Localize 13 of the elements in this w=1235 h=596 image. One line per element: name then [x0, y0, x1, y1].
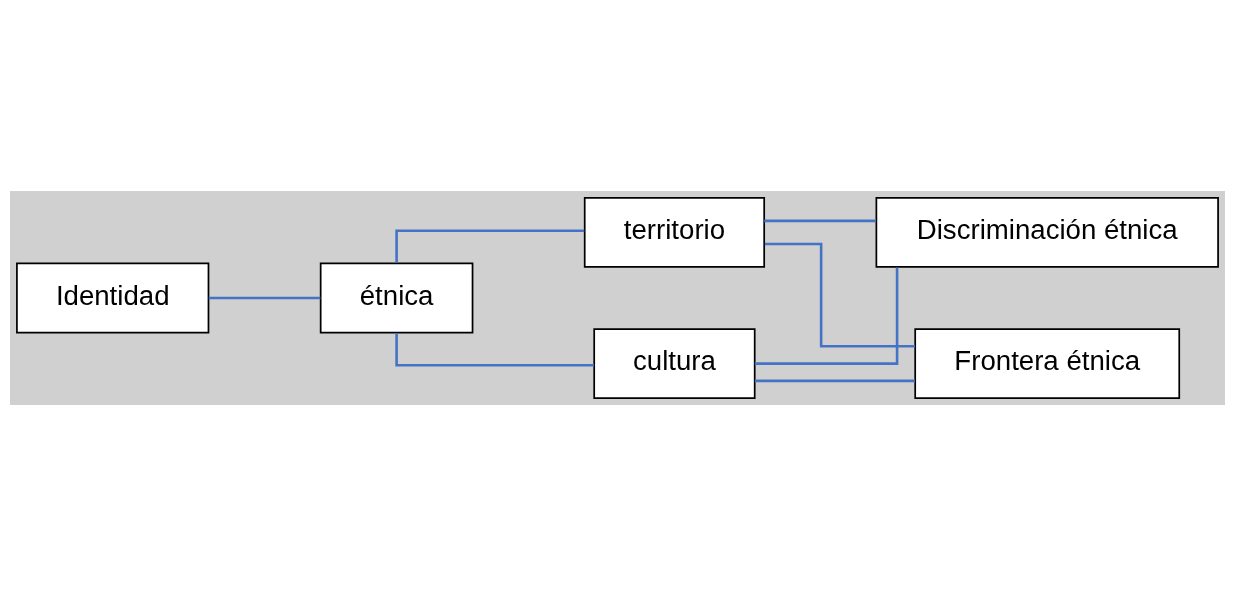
node-box: Identidad: [16, 262, 210, 334]
node-box: cultura: [593, 328, 756, 399]
connector: [395, 229, 585, 263]
connector: [754, 379, 915, 383]
connector: [395, 333, 595, 367]
node-box: territorio: [583, 197, 766, 268]
node-box: Discriminación étnica: [875, 197, 1219, 268]
node-box: étnica: [319, 262, 474, 334]
connector: [754, 267, 899, 365]
node-box: Frontera étnica: [914, 328, 1181, 399]
connector: [764, 242, 916, 348]
connector: [764, 219, 876, 223]
connector: [208, 296, 321, 300]
